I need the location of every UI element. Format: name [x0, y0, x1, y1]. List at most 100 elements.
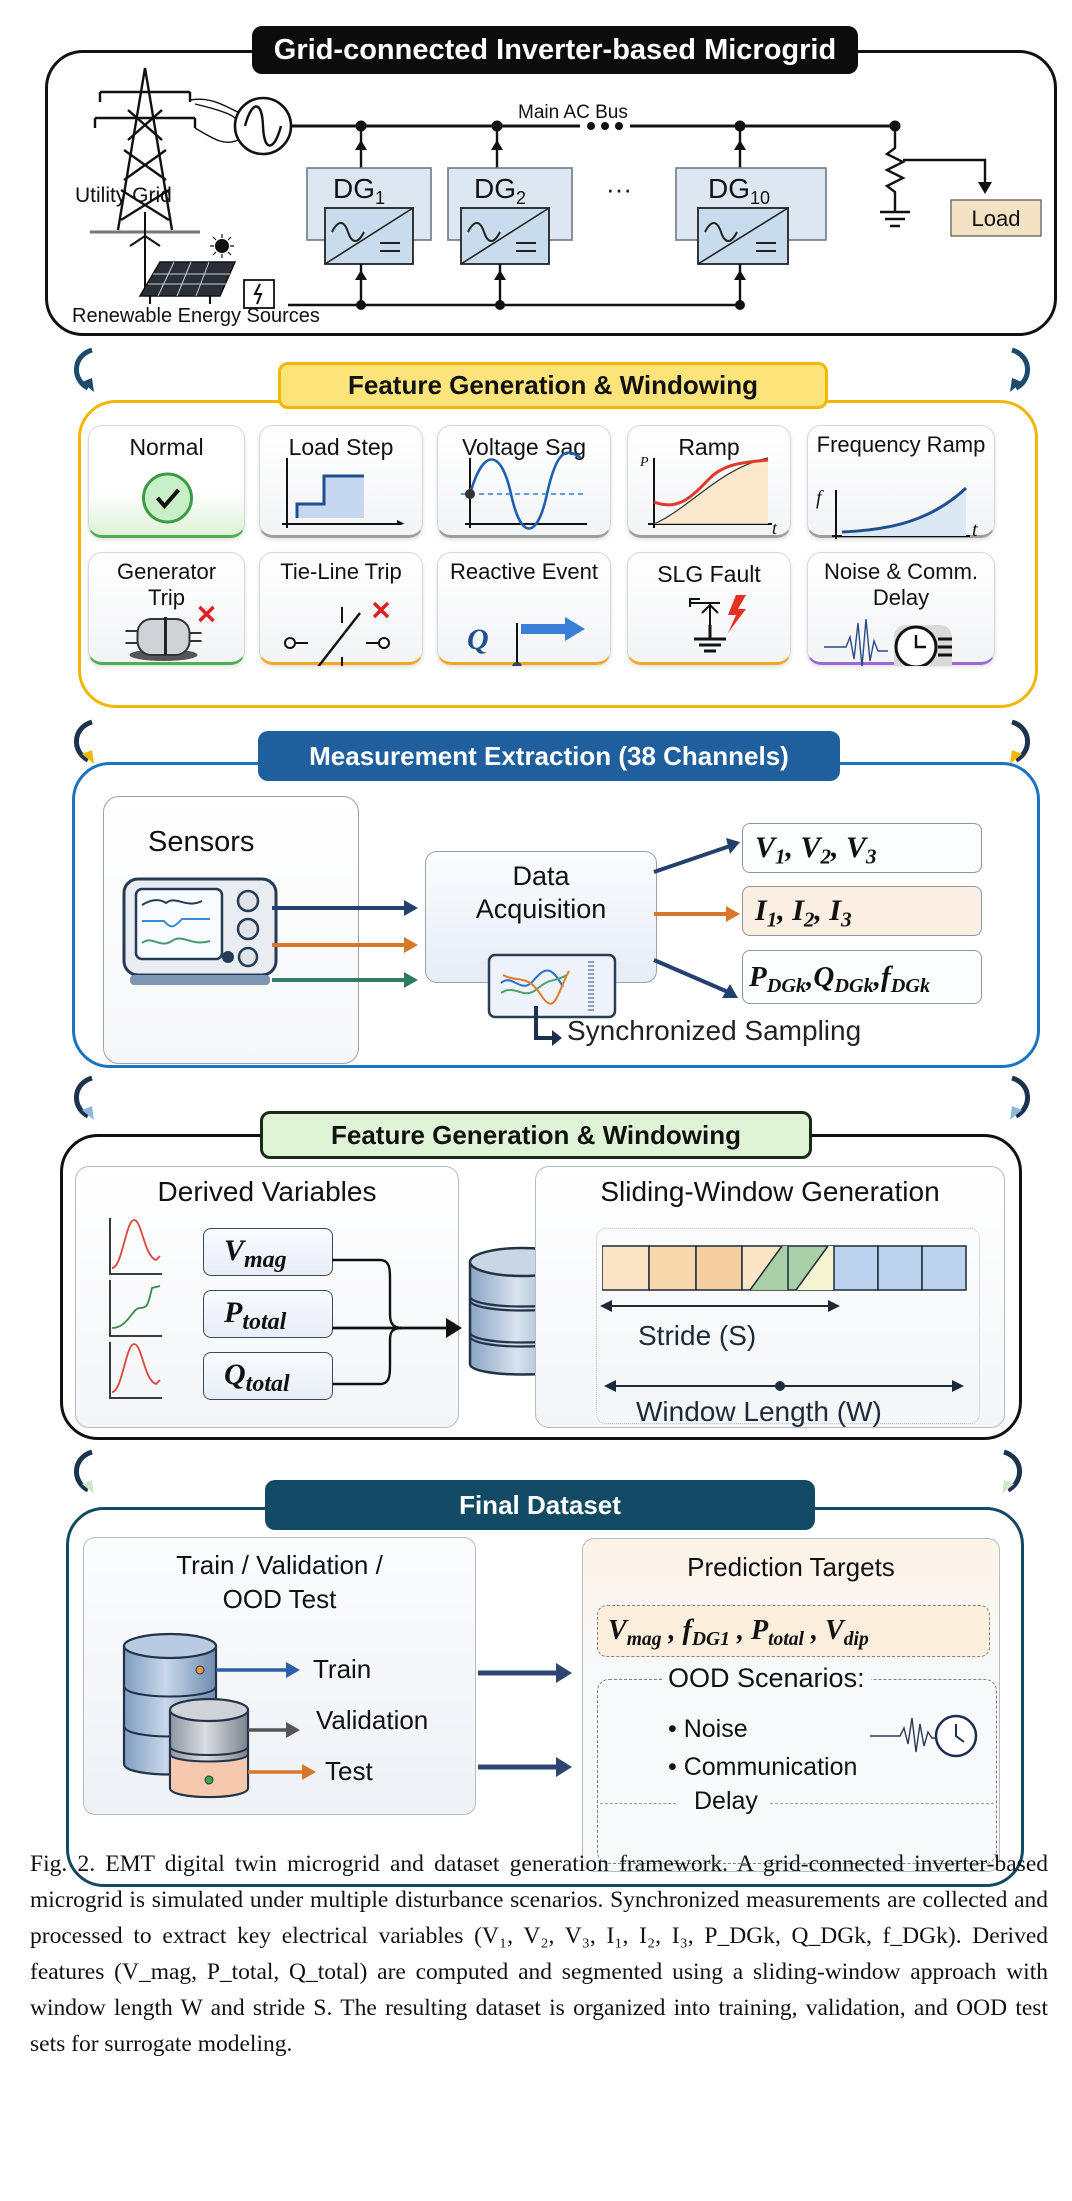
scenario-card-generator-trip: Generator Trip: [88, 552, 245, 665]
scenario-label: Load Step: [288, 434, 394, 460]
flow-arrow-right-4: [1002, 1449, 1022, 1494]
sync-label: Synchronized Sampling: [567, 1015, 862, 1046]
svg-text:P: P: [639, 455, 649, 470]
scenario-card-load-step: Load Step: [259, 425, 423, 538]
split-train-label: Train: [313, 1654, 372, 1684]
targets-box: [582, 1538, 1000, 1872]
split-test-label: Test: [325, 1756, 373, 1786]
scenario-label: Ramp: [678, 434, 740, 460]
measurement-title: Measurement Extraction (38 Channels): [258, 731, 840, 781]
sliding-window-title: Sliding-Window Generation: [600, 1176, 940, 1207]
dg-unit-2: [447, 126, 573, 305]
flow-arrow-right-2: [1010, 719, 1030, 764]
ground-fault-icon: [689, 595, 746, 653]
flow-arrow-left-4: [74, 1449, 94, 1494]
reactive-power-icon: Q: [467, 617, 585, 666]
sun-icon: [210, 234, 234, 258]
svg-text:t: t: [972, 519, 978, 539]
sensors-label: Sensors: [148, 826, 255, 858]
renewables-label: Renewable Energy Sources: [72, 305, 320, 327]
dg-unit-10: [675, 126, 827, 305]
derived-variable-q-total: Qtotal: [203, 1352, 333, 1400]
bus-ellipsis: [587, 122, 623, 130]
window-strip: [602, 1245, 967, 1291]
mini-curve-icon: [109, 1280, 162, 1337]
ood-item-communication: • Communication: [668, 1753, 858, 1781]
main-ac-bus-label: Main AC Bus: [518, 102, 628, 123]
flow-arrow-left-3: [74, 1075, 94, 1120]
scenario-label: Tie-Line Trip: [280, 559, 402, 584]
target-vdip: Vdip: [825, 1615, 869, 1650]
ramp-chart-icon: Pt: [639, 455, 778, 538]
ood-dash-line-right: [770, 1803, 994, 1804]
svg-text:Q: Q: [467, 623, 489, 656]
resistor-icon: [880, 126, 987, 228]
window-length-arrow: [604, 1380, 964, 1392]
svg-text:f: f: [816, 487, 824, 509]
stride-arrow: [600, 1300, 840, 1312]
battery-icon: [243, 279, 275, 309]
daq-label: Data Acquisition: [425, 860, 657, 926]
mini-curve-icon: [109, 1218, 162, 1275]
features-title: Feature Generation & Windowing: [260, 1111, 812, 1159]
scenario-label: Normal: [129, 434, 204, 460]
derived-variables-title: Derived Variables: [157, 1176, 377, 1207]
dg-ellipsis: ···: [606, 174, 632, 204]
load-box: [950, 199, 1042, 237]
daq-device-icon: [487, 953, 617, 1019]
flow-arrow-right-1: [1010, 347, 1030, 392]
scenarios-title: Feature Generation & Windowing: [278, 362, 828, 409]
sensor-arrows: [272, 900, 418, 988]
daq-label-line1: Data: [512, 861, 570, 891]
targets-list: Vmag , fDG1 , Ptotal , Vdip: [597, 1605, 990, 1657]
scenario-card-voltage-sag: Voltage Sag: [437, 425, 611, 538]
ac-source-icon: [233, 96, 293, 156]
microgrid-title: Grid-connected Inverter-based Microgrid: [252, 26, 858, 74]
split-databases-icon: [122, 1632, 316, 1799]
output-power-frequency: PDGk,QDGk,fDGk: [742, 950, 982, 1004]
svg-text:t: t: [772, 518, 778, 538]
daq-label-line2: Acquisition: [475, 894, 607, 924]
merge-connector: [332, 1258, 462, 1386]
splits-title: Train / Validation / OOD Test: [83, 1548, 476, 1616]
step-chart-icon: [282, 458, 405, 528]
splits-title-line1: Train / Validation /: [176, 1550, 383, 1580]
targets-title: Prediction Targets: [687, 1552, 895, 1582]
scenario-label: SLG Fault: [657, 561, 761, 587]
target-ptotal: Ptotal: [750, 1615, 805, 1650]
scenario-label: Reactive Event: [450, 559, 598, 584]
dg-1-label: DG1: [333, 173, 385, 208]
noise-clock-icon: [870, 1714, 978, 1758]
wind-turbine-icon: [129, 212, 161, 294]
derived-variable-v-mag: Vmag: [203, 1228, 333, 1276]
split-validation-label: Validation: [316, 1705, 429, 1735]
flow-arrow-left-1: [74, 347, 94, 392]
daq-output-arrows: [653, 838, 740, 998]
generator-trip-icon: [125, 605, 215, 661]
utility-grid-label: Utility Grid: [75, 184, 172, 207]
mini-curve-icon: [109, 1342, 162, 1399]
sync-arrow-icon: [534, 1006, 562, 1046]
target-fdg1: fDG1: [682, 1615, 730, 1650]
ood-item-delay: Delay: [688, 1787, 764, 1816]
sensor-device-icon: [122, 877, 278, 985]
ood-item-noise: • Noise: [668, 1715, 748, 1743]
derived-variable-p-total: Ptotal: [203, 1290, 333, 1338]
target-vmag: Vmag: [608, 1615, 662, 1650]
stride-label: Stride (S): [638, 1320, 757, 1351]
solar-panel-icon: [138, 261, 237, 304]
dataset-title: Final Dataset: [265, 1480, 815, 1530]
microgrid-diagram: Utility Grid Main AC Bus ···: [72, 67, 1042, 327]
dataset-arrows: [478, 1663, 572, 1777]
scenario-label: Voltage Sag: [461, 434, 587, 460]
scenario-label: Generator Trip: [116, 559, 217, 610]
breaker-trip-icon: [284, 601, 390, 666]
load-label: Load: [972, 206, 1021, 231]
window-length-label: Window Length (W): [636, 1396, 882, 1427]
window-dotted-frame: [596, 1228, 980, 1424]
flow-arrow-right-3: [1010, 1075, 1030, 1120]
scenario-label: Noise & Comm. Delay: [823, 559, 979, 610]
scenario-card-tie-line-trip: Tie-Line Trip: [259, 552, 423, 666]
